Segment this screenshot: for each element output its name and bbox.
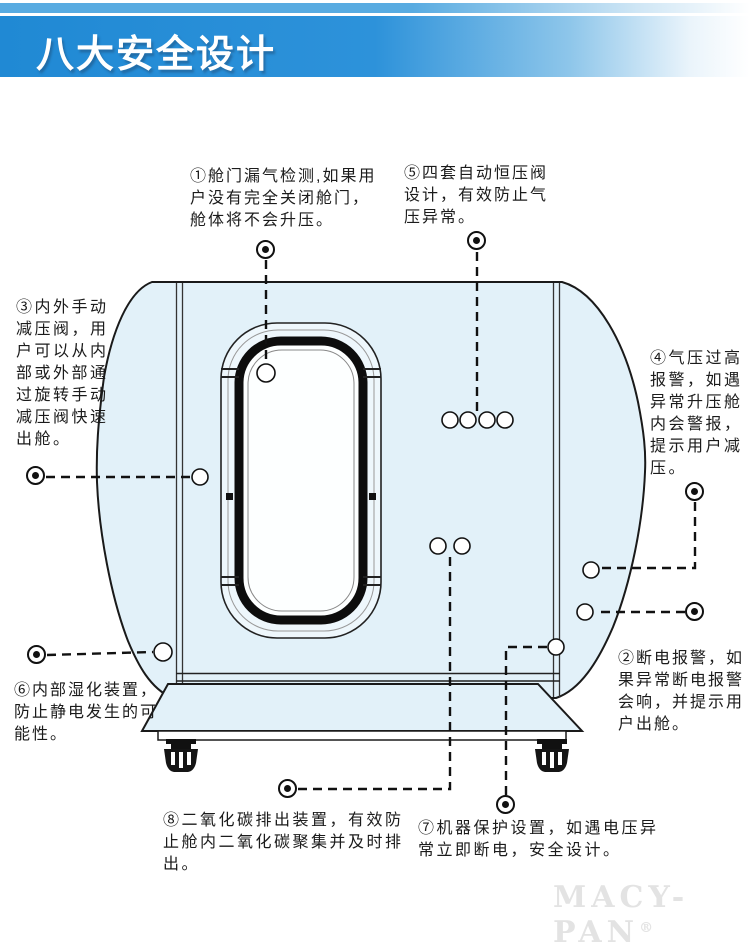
annotation-constant-pressure-valves: ⑤四套自动恒压阀 设计，有效防止气 压异常。 <box>404 165 549 226</box>
brand-logo: MACY-PAN® <box>553 880 750 943</box>
door-hinge-marks <box>221 368 381 586</box>
annotation-humidifier: ⑥内部湿化装置， 防止静电发生的可 能性。 <box>14 682 159 743</box>
port-circle-power-failure-alarm <box>576 603 594 621</box>
port-circle-manual-relief-valve <box>191 468 209 486</box>
base-skirt <box>140 683 585 732</box>
annotation-manual-relief-valve: ③内外手动 减压阀，用 户可以从内 部或外部通 过旋转手动 减压阀快速 出舱。 <box>16 299 109 448</box>
annotation-machine-protection: ⑦机器保护设置，如遇电压异 常立即断电，安全设计。 <box>418 820 659 859</box>
registered-trademark-symbol: ® <box>639 920 654 936</box>
connector-machine-protection <box>504 645 547 795</box>
port-circle-machine-protection <box>547 638 565 656</box>
connector-overpressure-alarm <box>601 502 697 570</box>
caster-wheel-right <box>535 739 569 772</box>
callout-dot-door-leak-icon <box>256 240 275 259</box>
connector-co2-exhaust <box>298 557 452 791</box>
port-circle-door-leak <box>256 363 276 383</box>
port-circle-overpressure-alarm <box>582 561 600 579</box>
callout-dot-overpressure-icon <box>685 482 704 501</box>
port-circle-humidifier <box>153 642 173 662</box>
brand-logo-text: MACY-PAN <box>553 880 690 943</box>
callout-dot-manual-relief-icon <box>26 466 45 485</box>
bottom-edge-lines <box>176 672 560 682</box>
left-seam-line <box>175 283 184 697</box>
annotation-door-leak-detection: ①舱门漏气检测,如果用 户没有完全关闭舱门， 舱体将不会升压。 <box>190 168 377 229</box>
port-circles-co2-exhaust <box>429 537 471 555</box>
page-title: 八大安全设计 <box>36 34 277 76</box>
annotation-power-failure-alarm: ②断电报警，如 果异常断电报警 会响，并提示用 户出舱。 <box>618 650 745 733</box>
annotation-co2-exhaust: ⑧二氧化碳排出装置，有效防 止舱内二氧化碳聚集并及时排 出。 <box>163 812 404 873</box>
callout-dot-power-failure-icon <box>685 602 704 621</box>
callout-dot-machine-protection-icon <box>496 795 515 814</box>
door-seal-ring <box>234 336 368 625</box>
callout-dot-constant-pressure-icon <box>467 231 486 250</box>
callout-dot-co2-exhaust-icon <box>278 779 297 798</box>
header-stripe <box>0 3 750 13</box>
callout-dot-humidifier-icon <box>27 645 46 664</box>
base-platform-bar <box>157 730 567 741</box>
right-seam-line <box>552 283 561 697</box>
header-banner: 八大安全设计 <box>0 16 750 77</box>
annotation-overpressure-alarm: ④气压过高 报警，如遇 异常升压舱 内会警报， 提示用户减 压。 <box>650 350 743 477</box>
door-window-frame <box>220 322 382 639</box>
connector-humidifier <box>46 650 154 657</box>
valve-circles-row <box>441 411 514 429</box>
